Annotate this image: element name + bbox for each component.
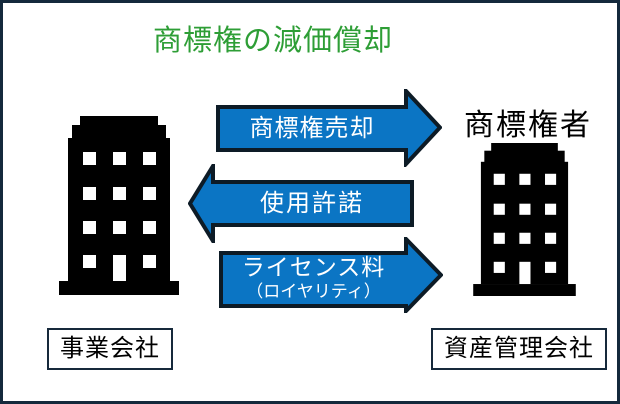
arrow-license-fee	[219, 237, 443, 313]
office-building-icon-right	[473, 143, 576, 296]
business-company-label: 事業会社	[47, 328, 173, 370]
asset-management-company-label: 資産管理会社	[431, 328, 607, 370]
arrow-use-license-label: 使用許諾	[260, 190, 364, 217]
arrow-license-fee-label: ライセンス料 （ロイヤリティ）	[221, 254, 406, 302]
office-building-icon-left	[59, 116, 179, 295]
license-fee-line2: （ロイヤリティ）	[246, 282, 381, 301]
arrow-trademark-sale	[216, 89, 442, 167]
arrow-trademark-sale-label: 商標権売却	[249, 115, 375, 142]
diagram-title: 商標権の減価償却	[152, 25, 393, 57]
trademark-holder-heading: 商標権者	[464, 109, 592, 142]
license-fee-line1: ライセンス料	[241, 254, 386, 280]
arrow-use-license	[188, 164, 414, 243]
